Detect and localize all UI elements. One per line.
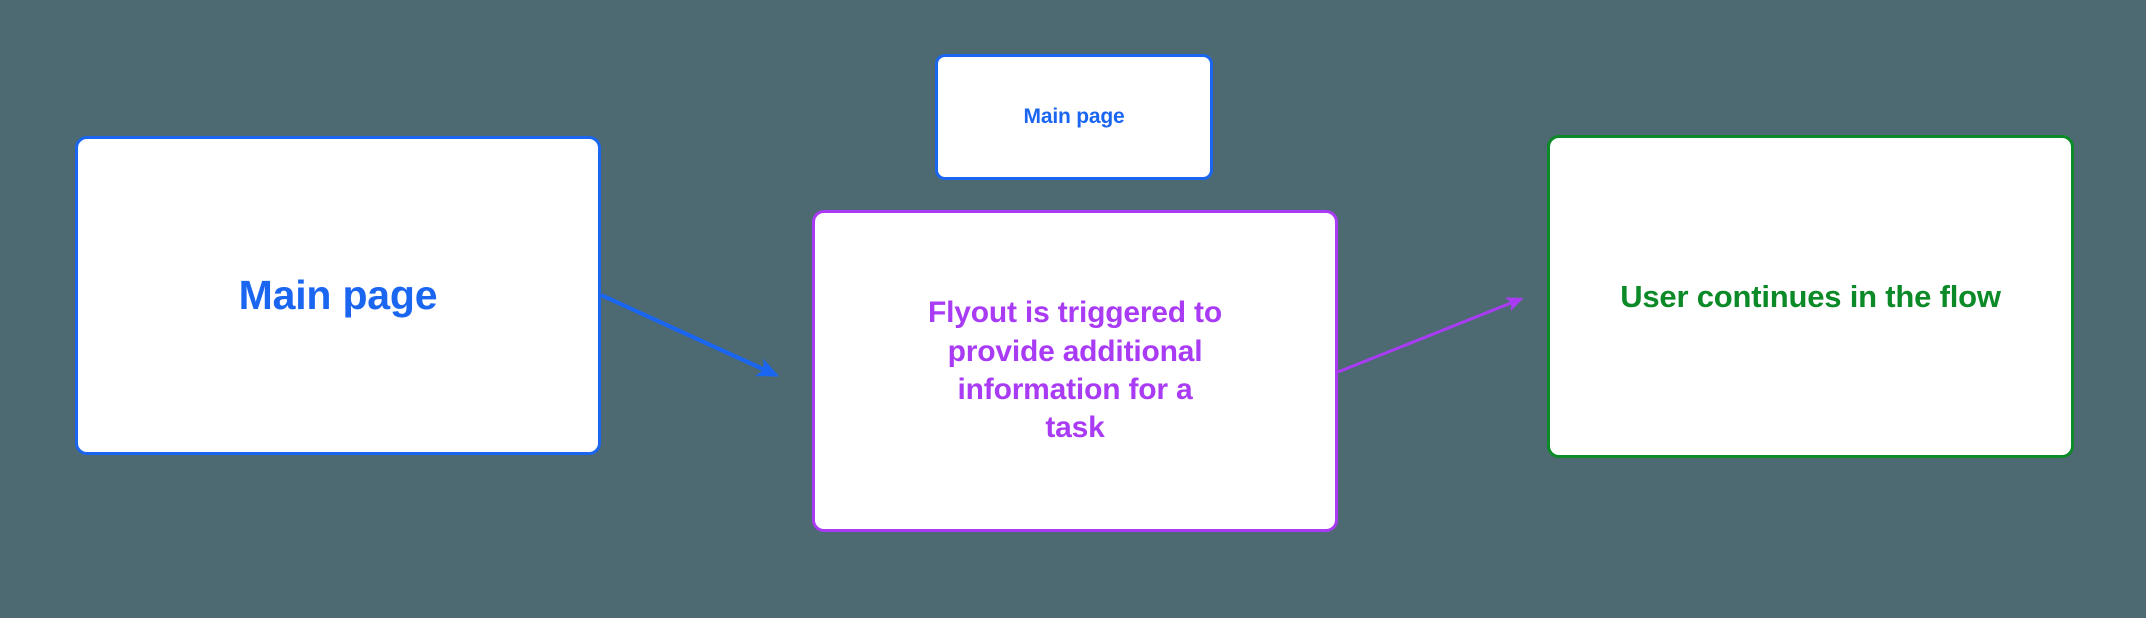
node-main-page-small[interactable]: Main page [935, 54, 1213, 180]
node-flyout-label: Flyout is triggered to provide additiona… [928, 296, 1222, 445]
node-user-continues-label: User continues in the flow [1620, 278, 2001, 314]
node-main-page-large[interactable]: Main page [75, 136, 601, 455]
node-main-page-small-label: Main page [1023, 105, 1125, 129]
connector-flyout-to-user-continues [1337, 297, 1524, 374]
node-flyout[interactable]: Flyout is triggered to provide additiona… [812, 210, 1338, 532]
node-user-continues[interactable]: User continues in the flow [1547, 135, 2074, 458]
node-main-page-large-label: Main page [238, 272, 438, 319]
connector-main-page-to-flyout [600, 293, 780, 377]
